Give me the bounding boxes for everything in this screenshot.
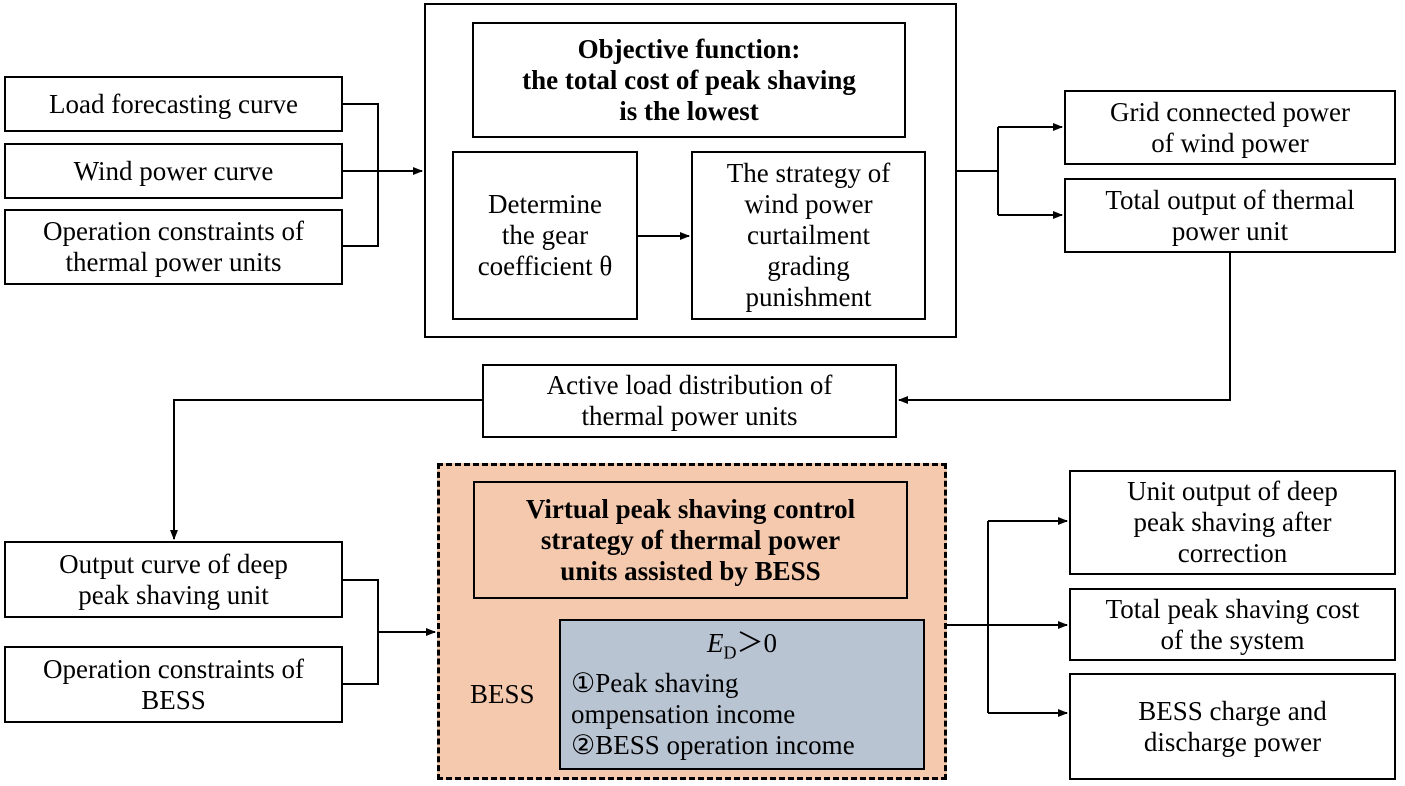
bess-income-box: ED＞0 ①Peak shaving ompensation income ②B… xyxy=(559,619,925,770)
total-peak-shaving-cost-text: Total peak shaving cost of the system xyxy=(1105,593,1360,655)
bess-charge-power-text: BESS charge and discharge power xyxy=(1138,695,1327,757)
active-load-distribution-box: Active load distribution of thermal powe… xyxy=(482,364,897,438)
income-1-text: ①Peak shaving ompensation income xyxy=(571,668,796,730)
income-2-text: ②BESS operation income xyxy=(571,730,855,761)
curtailment-strategy-box: The strategy of wind power curtailment g… xyxy=(691,151,926,320)
gear-coefficient-text: Determine the gear coefficient θ xyxy=(477,189,613,281)
total-peak-shaving-cost-box: Total peak shaving cost of the system xyxy=(1069,588,1396,661)
condition-variable: E xyxy=(707,627,724,658)
active-load-to-curve-arrow xyxy=(170,399,482,540)
load-forecasting-text: Load forecasting curve xyxy=(49,88,298,119)
unit-output-corrected-box: Unit output of deep peak shaving after c… xyxy=(1069,470,1396,575)
thermal-constraints-box: Operation constraints of thermal power u… xyxy=(4,209,343,285)
lower-input-bracket-line xyxy=(343,579,379,685)
bess-constraints-text: Operation constraints of BESS xyxy=(43,653,304,715)
thermal-constraints-text: Operation constraints of thermal power u… xyxy=(43,216,304,277)
thermal-total-output-text: Total output of thermal power unit xyxy=(1105,184,1355,246)
unit-output-corrected-text: Unit output of deep peak shaving after c… xyxy=(1127,476,1338,568)
bess-charge-power-box: BESS charge and discharge power xyxy=(1069,673,1396,780)
bess-constraints-box: Operation constraints of BESS xyxy=(4,646,343,723)
condition-row: ED＞0 xyxy=(565,628,919,668)
control-strategy-text: Virtual peak shaving control strategy of… xyxy=(525,493,856,586)
objective-function-box: Objective function: the total cost of pe… xyxy=(472,22,906,138)
bess-label: BESS xyxy=(470,679,535,709)
load-forecasting-box: Load forecasting curve xyxy=(4,76,343,132)
active-load-distribution-text: Active load distribution of thermal powe… xyxy=(546,370,833,431)
curtailment-strategy-text: The strategy of wind power curtailment g… xyxy=(726,158,891,312)
deep-peak-curve-box: Output curve of deep peak shaving unit xyxy=(4,541,343,618)
objective-function-text: Objective function: the total cost of pe… xyxy=(522,33,856,126)
control-strategy-box: Virtual peak shaving control strategy of… xyxy=(473,481,908,599)
deep-peak-curve-text: Output curve of deep peak shaving unit xyxy=(59,548,288,610)
grid-connected-power-text: Grid connected power of wind power xyxy=(1110,96,1350,158)
input-bracket-line xyxy=(343,103,379,247)
grid-connected-power-box: Grid connected power of wind power xyxy=(1064,90,1396,165)
gear-coefficient-box: Determine the gear coefficient θ xyxy=(452,151,638,320)
condition-subscript: D xyxy=(723,642,737,663)
wind-power-curve-box: Wind power curve xyxy=(4,143,343,199)
wind-power-curve-text: Wind power curve xyxy=(73,155,274,186)
thermal-total-output-box: Total output of thermal power unit xyxy=(1064,178,1396,253)
condition-relation: ＞0 xyxy=(736,627,778,658)
